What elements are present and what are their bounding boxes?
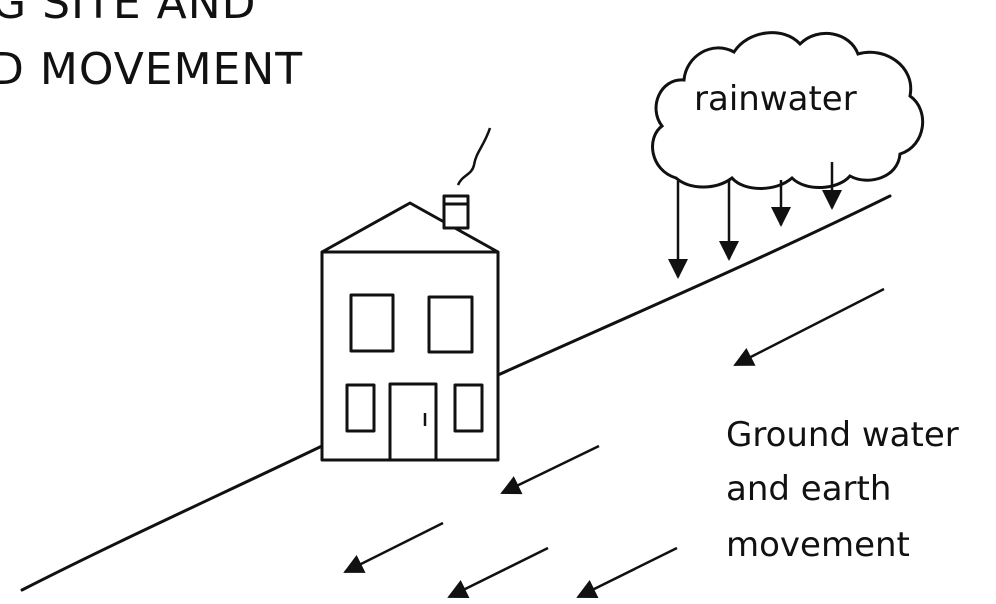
movement-arrow: [449, 548, 548, 597]
ground-label-line-3: movement: [726, 525, 910, 565]
window-lower-right: [455, 385, 482, 431]
ground-label-line-1: Ground water: [726, 415, 959, 455]
window-upper-right: [429, 297, 472, 352]
house-roof: [322, 203, 498, 252]
window-lower-left: [347, 385, 374, 431]
window-upper-left: [351, 295, 393, 351]
movement-arrow: [345, 523, 443, 572]
movement-arrow: [502, 446, 599, 493]
movement-arrow: [735, 289, 884, 365]
front-door: [390, 384, 436, 460]
chimney-smoke: [458, 128, 490, 185]
title-line-1: G SITE AND: [0, 0, 257, 29]
ground-label-line-2: and earth: [726, 469, 891, 509]
chimney: [444, 196, 468, 228]
movement-arrow: [578, 548, 677, 597]
rainwater-label: rainwater: [694, 79, 857, 119]
house: [322, 128, 498, 460]
title-line-2: D MOVEMENT: [0, 44, 303, 95]
